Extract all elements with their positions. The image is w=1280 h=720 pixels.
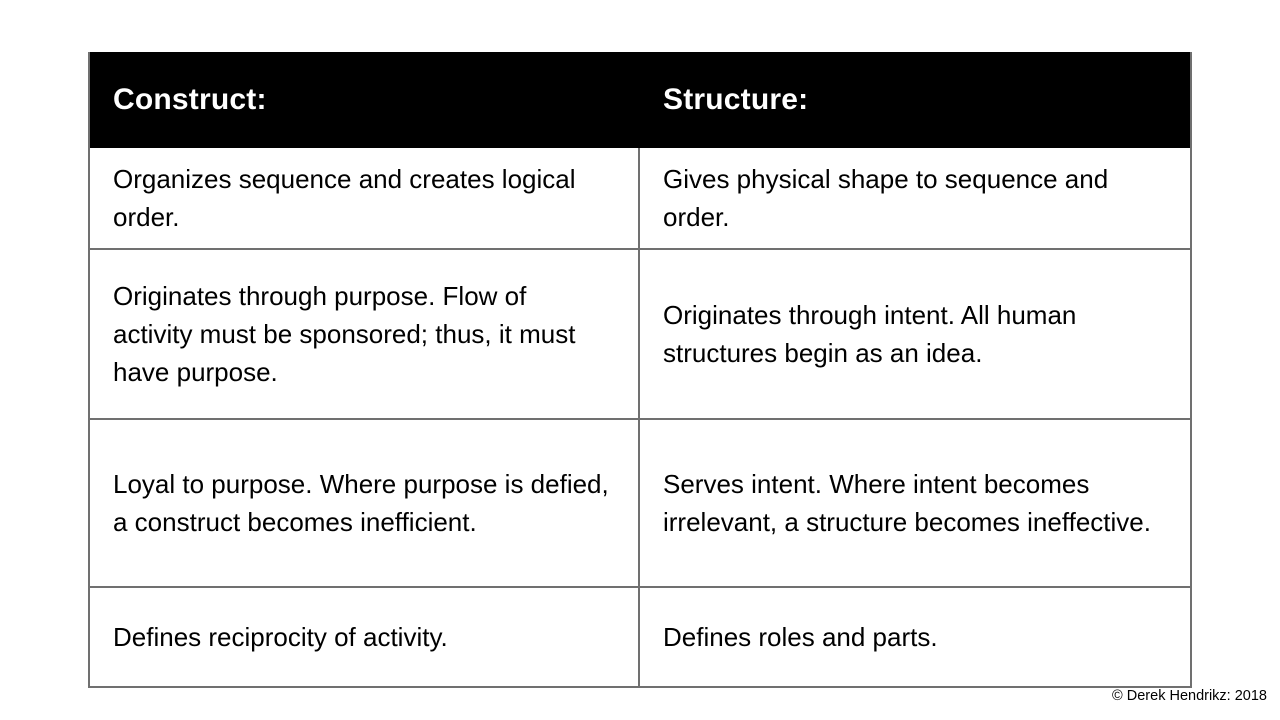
table-row-4: Defines reciprocity of activity. Defines… — [90, 586, 1190, 686]
cell-structure-row-4: Defines roles and parts. — [640, 588, 1190, 686]
cell-construct-row-1: Organizes sequence and creates logical o… — [90, 148, 640, 248]
table-row-2: Originates through purpose. Flow of acti… — [90, 248, 1190, 418]
cell-structure-row-1: Gives physical shape to sequence and ord… — [640, 148, 1190, 248]
header-label-structure: Structure: — [663, 83, 809, 116]
cell-text: Originates through purpose. Flow of acti… — [113, 281, 576, 387]
cell-text: Originates through intent. All human str… — [663, 300, 1077, 368]
construct-structure-comparison-table: Construct: Structure: Organizes sequence… — [88, 52, 1192, 688]
cell-construct-row-3: Loyal to purpose. Where purpose is defie… — [90, 420, 640, 586]
cell-text: Organizes sequence and creates logical o… — [113, 164, 576, 232]
cell-text: Defines roles and parts. — [663, 622, 938, 652]
table-row-3: Loyal to purpose. Where purpose is defie… — [90, 418, 1190, 586]
header-cell-construct: Construct: — [90, 52, 640, 148]
copyright-text: © Derek Hendrikz: 2018 — [1112, 688, 1267, 704]
cell-text: Serves intent. Where intent becomes irre… — [663, 469, 1151, 537]
table-row-1: Organizes sequence and creates logical o… — [90, 148, 1190, 248]
cell-construct-row-2: Originates through purpose. Flow of acti… — [90, 250, 640, 418]
header-cell-structure: Structure: — [640, 52, 1190, 148]
table-header-row: Construct: Structure: — [90, 52, 1190, 148]
cell-text: Gives physical shape to sequence and ord… — [663, 164, 1109, 232]
header-label-construct: Construct: — [113, 83, 267, 116]
cell-construct-row-4: Defines reciprocity of activity. — [90, 588, 640, 686]
cell-text: Defines reciprocity of activity. — [113, 622, 448, 652]
cell-text: Loyal to purpose. Where purpose is defie… — [113, 469, 609, 537]
cell-structure-row-2: Originates through intent. All human str… — [640, 250, 1190, 418]
cell-structure-row-3: Serves intent. Where intent becomes irre… — [640, 420, 1190, 586]
